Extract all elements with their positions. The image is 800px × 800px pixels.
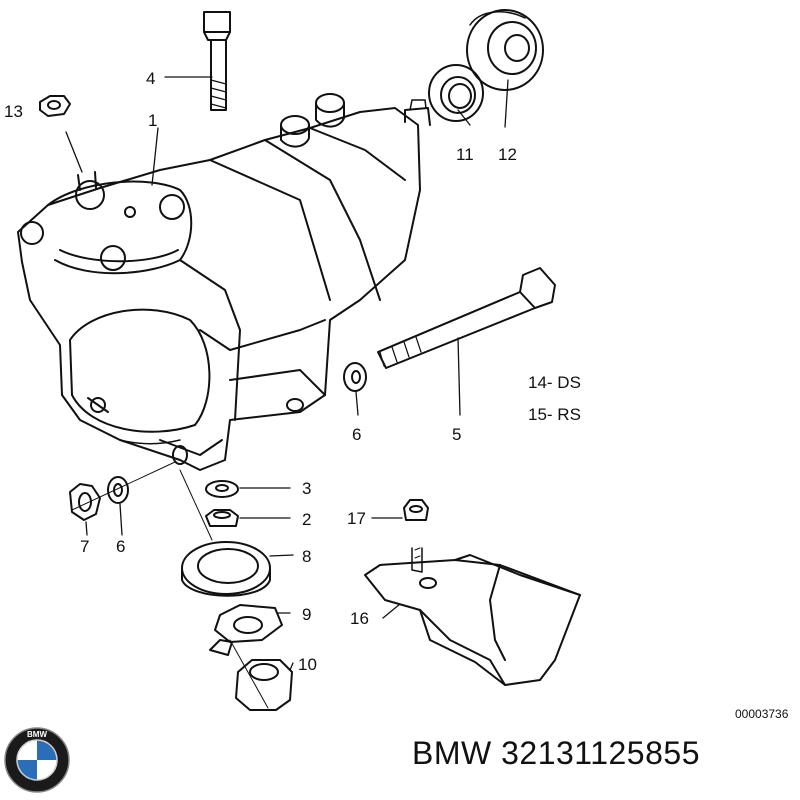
bmw-logo-icon: BMW xyxy=(4,727,70,793)
mounting-bolt-part-4 xyxy=(203,11,231,111)
callout-12: 12 xyxy=(498,145,517,164)
dust-cover-part-12 xyxy=(466,9,544,91)
washer-part-6-lower xyxy=(107,476,129,504)
callout-10: 10 xyxy=(298,655,317,674)
callout-7: 7 xyxy=(80,537,89,556)
bracket-part-16 xyxy=(364,547,581,686)
steering-gear-housing xyxy=(17,93,431,471)
callout-9: 9 xyxy=(302,605,311,624)
callout-11: 11 xyxy=(456,145,474,164)
nut-part-2 xyxy=(205,509,239,527)
legend-entry-ds: 14- DS xyxy=(528,373,581,392)
callout-1: 1 xyxy=(148,111,157,130)
washer-part-3 xyxy=(205,480,239,498)
variant-legend: 14- DS 15- RS xyxy=(528,373,581,424)
long-bolt-part-5 xyxy=(377,267,556,369)
callout-5: 5 xyxy=(452,425,461,444)
diagram-reference-number: 00003736 xyxy=(735,707,789,721)
part-caption: BMW 32131125855 xyxy=(412,735,700,771)
seal-part-11 xyxy=(428,64,484,122)
callout-8: 8 xyxy=(302,547,311,566)
callout-13: 13 xyxy=(4,102,23,121)
bmw-logo-text: BMW xyxy=(27,730,47,739)
lock-plate-part-9 xyxy=(209,604,283,656)
callout-2: 2 xyxy=(302,510,311,529)
washer-part-6-upper xyxy=(343,362,367,392)
callout-17: 17 xyxy=(347,509,366,528)
nut-part-17 xyxy=(403,499,429,521)
callout-6-lower: 6 xyxy=(116,537,125,556)
callout-3: 3 xyxy=(302,479,311,498)
nut-part-10 xyxy=(235,659,293,711)
bushing-part-8 xyxy=(181,541,271,597)
leader-lines xyxy=(65,76,509,709)
nut-part-13 xyxy=(39,95,71,117)
callout-6-upper: 6 xyxy=(352,425,361,444)
legend-entry-rs: 15- RS xyxy=(528,405,581,424)
nut-part-7 xyxy=(69,483,101,521)
callout-labels: 1 2 3 4 5 6 6 7 8 9 10 11 12 13 16 17 xyxy=(4,69,517,674)
callout-16: 16 xyxy=(350,609,369,628)
callout-4: 4 xyxy=(146,69,155,88)
